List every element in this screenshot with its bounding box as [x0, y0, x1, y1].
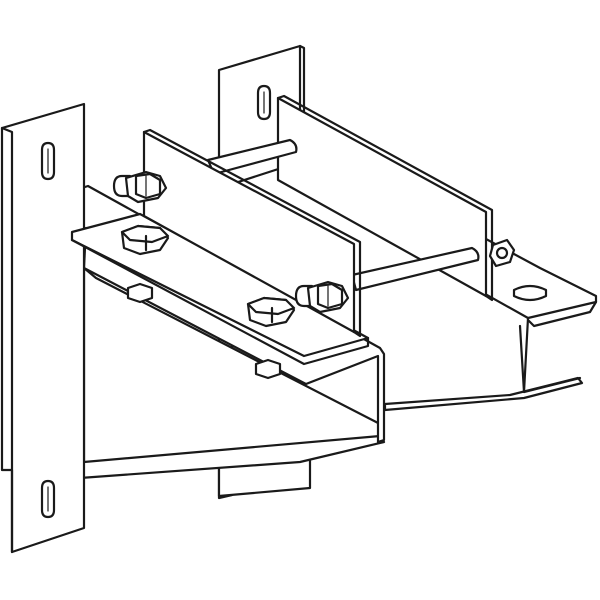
rear-nut: [488, 238, 516, 268]
right-under-nut: [254, 358, 282, 380]
upper-rod-nut: [112, 170, 168, 204]
right-bolt-head: [246, 296, 296, 328]
rear-lower-bolt: [512, 284, 548, 302]
left-bolt-head: [120, 224, 170, 256]
threaded-rods: [206, 138, 480, 292]
upper-rod: [206, 138, 298, 176]
rear-bottom-flange: [383, 376, 584, 412]
rear-bracket: [217, 44, 598, 500]
front-bracket: [0, 102, 386, 554]
lower-rod: [350, 246, 480, 292]
left-under-nut: [126, 282, 154, 304]
lower-rod-nut: [294, 280, 350, 314]
